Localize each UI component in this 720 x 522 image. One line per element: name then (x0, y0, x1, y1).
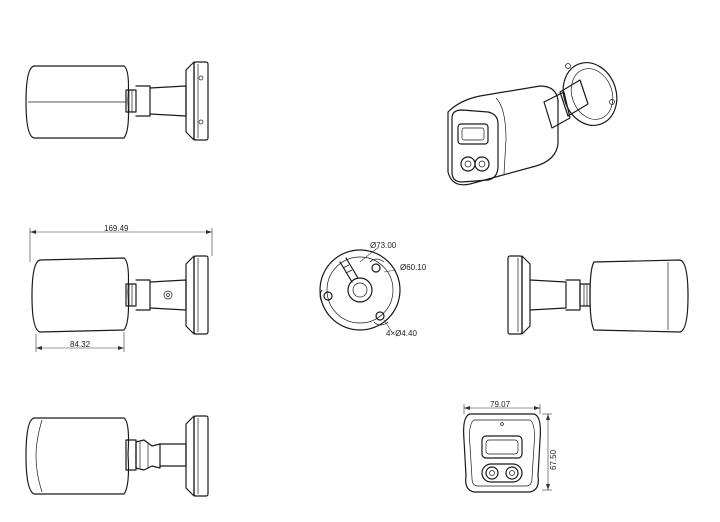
bottom-view (25, 415, 209, 497)
dim-front-height: 67.50 (549, 449, 558, 470)
dim-total-length: 169.49 (104, 224, 129, 233)
isometric-view (447, 62, 618, 186)
dim-mount-inner: Ø60.10 (400, 263, 427, 272)
side-view-mirrored (507, 255, 689, 335)
dim-mount-holes: 4×Ø4.40 (386, 329, 417, 338)
dim-body-length: 84.32 (70, 340, 91, 349)
front-view: 79.07 67.50 (463, 400, 558, 493)
side-view-top (25, 61, 209, 141)
mount-base-view: Ø73.00 Ø60.10 4×Ø4.40 (319, 241, 427, 338)
dim-front-width: 79.07 (490, 400, 511, 409)
dim-mount-outer: Ø73.00 (370, 241, 397, 250)
side-view-dimensioned: 169.49 84.32 (29, 224, 213, 352)
